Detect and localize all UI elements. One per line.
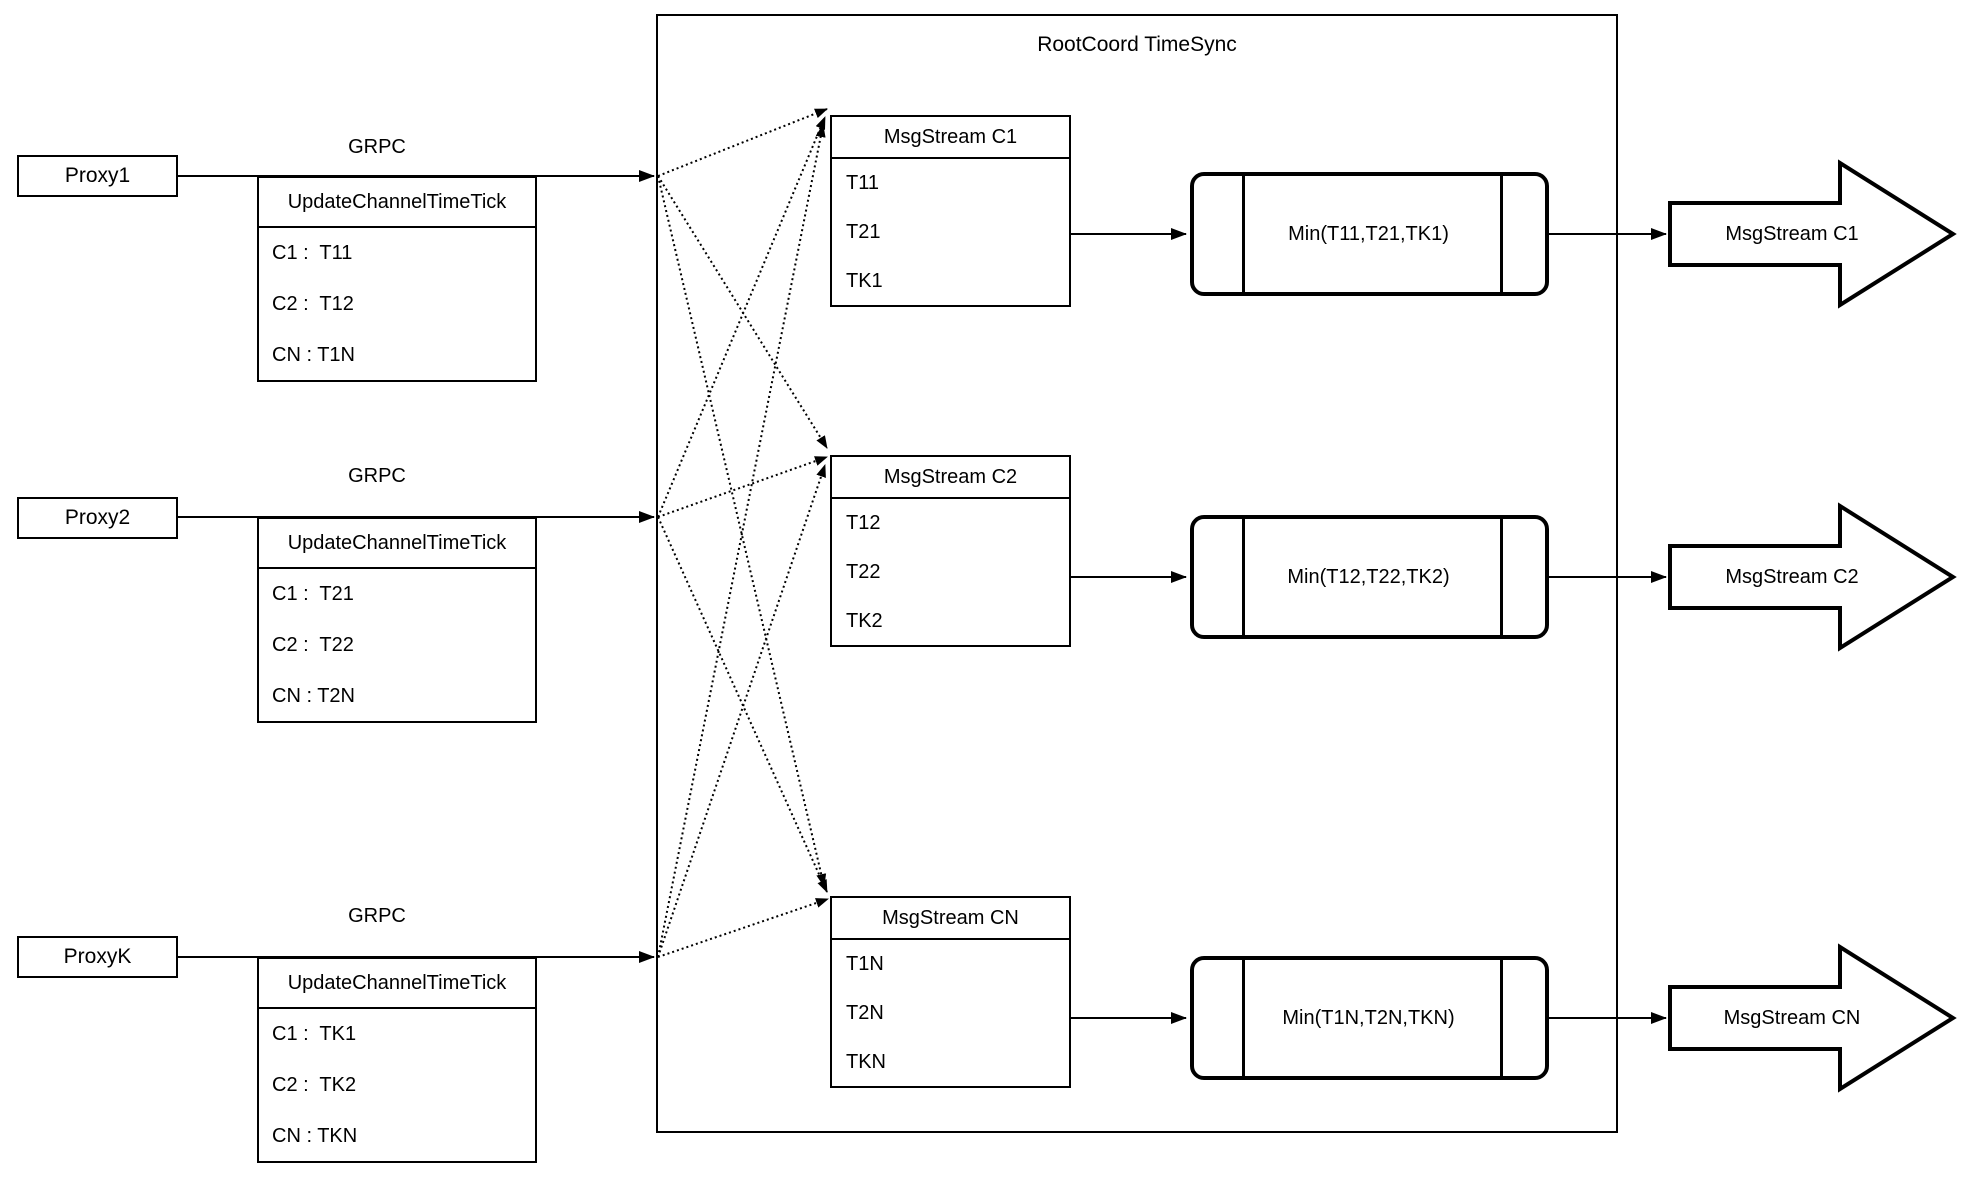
update-table-header: UpdateChannelTimeTick: [259, 519, 535, 569]
msgstream-cn-table: MsgStream CN T1N T2N TKN: [830, 896, 1071, 1088]
output-arrow-label-cn: MsgStream CN: [1723, 1007, 1861, 1029]
dotted-arrow-pk-c1: [657, 124, 826, 958]
proxy1-box: Proxy1: [17, 155, 178, 197]
output-arrow-label-c2: MsgStream C2: [1725, 566, 1859, 588]
update-table-header: UpdateChannelTimeTick: [259, 959, 535, 1009]
dotted-arrow-p1-cn: [657, 175, 827, 887]
msgstream-c2-table: MsgStream C2 T12 T22 TK2: [830, 455, 1071, 647]
grpc-label-row1: GRPC: [348, 136, 406, 158]
msgstream-c1-table: MsgStream C1 T11 T21 TK1: [830, 115, 1071, 307]
update-timetick-table-proxy2: UpdateChannelTimeTick C1 : T21 C2 : T22 …: [257, 517, 537, 723]
dotted-arrow-pk-c2: [657, 464, 826, 958]
msgstream-table-row: T12: [846, 512, 881, 534]
update-timetick-table-proxyk: UpdateChannelTimeTick C1 : TK1 C2 : TK2 …: [257, 957, 537, 1163]
queue-divider-icon: [1242, 176, 1245, 292]
msgstream-table-row: T1N: [846, 953, 884, 975]
msgstream-table-header: MsgStream CN: [832, 898, 1069, 940]
output-arrow-shape-c1: [1668, 159, 1957, 309]
dotted-arrow-p2-c2: [657, 456, 828, 518]
output-stream-arrows: [1668, 159, 1957, 1093]
update-table-row: C2 : T22: [272, 634, 354, 656]
dotted-arrow-p1-c2: [657, 175, 828, 449]
queue-divider-icon: [1242, 519, 1245, 635]
dotted-arrow-p2-cn: [657, 516, 828, 893]
update-table-row: C1 : TK1: [272, 1023, 357, 1045]
output-arrow-shape-cn: [1668, 943, 1957, 1093]
proxyk-box: ProxyK: [17, 936, 178, 978]
rootcoord-title: RootCoord TimeSync: [1037, 33, 1237, 56]
update-table-row: CN : T2N: [272, 685, 355, 707]
proxyk-label: ProxyK: [63, 945, 132, 968]
proxy2-box: Proxy2: [17, 497, 178, 539]
queue-divider-icon: [1500, 176, 1503, 292]
dotted-arrow-p1-c1: [657, 108, 828, 177]
update-table-row: CN : T1N: [272, 344, 355, 366]
update-table-header: UpdateChannelTimeTick: [259, 178, 535, 228]
msgstream-table-header: MsgStream C2: [832, 457, 1069, 499]
msgstream-table-row: T22: [846, 561, 881, 583]
min-queue-box-c2: Min(T12,T22,TK2): [1190, 515, 1549, 639]
dotted-arrow-pk-cn: [657, 898, 829, 958]
msgstream-table-row: TKN: [846, 1051, 886, 1073]
queue-divider-icon: [1500, 960, 1503, 1076]
queue-divider-icon: [1500, 519, 1503, 635]
min-label-c2: Min(T12,T22,TK2): [1287, 565, 1450, 588]
msgstream-table-row: TK2: [846, 610, 883, 632]
min-to-output-connectors: [1549, 228, 1667, 1024]
update-table-row: C1 : T11: [272, 242, 353, 264]
output-arrow-label-c1: MsgStream C1: [1725, 223, 1859, 245]
min-queue-box-c1: Min(T11,T21,TK1): [1190, 172, 1549, 296]
min-label-cn: Min(T1N,T2N,TKN): [1282, 1006, 1455, 1029]
table-to-min-connectors: [1071, 228, 1187, 1024]
update-table-row: CN : TKN: [272, 1125, 358, 1147]
update-timetick-table-proxy1: UpdateChannelTimeTick C1 : T11 C2 : T12 …: [257, 176, 537, 382]
min-queue-box-cn: Min(T1N,T2N,TKN): [1190, 956, 1549, 1080]
min-label-c1: Min(T11,T21,TK1): [1288, 222, 1449, 245]
grpc-label-row3: GRPC: [348, 905, 406, 927]
queue-divider-icon: [1242, 960, 1245, 1076]
msgstream-table-row: T11: [846, 172, 879, 194]
update-table-row: C1 : T21: [272, 583, 354, 605]
proxy1-label: Proxy1: [64, 164, 131, 187]
msgstream-table-row: T21: [846, 221, 881, 243]
update-table-row: C2 : T12: [272, 293, 354, 315]
msgstream-table-row: TK1: [846, 270, 883, 292]
grpc-label-row2: GRPC: [348, 465, 406, 487]
msgstream-table-header: MsgStream C1: [832, 117, 1069, 159]
update-table-row: C2 : TK2: [272, 1074, 357, 1096]
output-arrow-shape-c2: [1668, 502, 1957, 652]
msgstream-table-row: T2N: [846, 1002, 884, 1024]
timetick-fanout-arrows: [657, 108, 829, 958]
proxy2-label: Proxy2: [64, 506, 131, 529]
dotted-arrow-p2-c1: [657, 116, 826, 518]
